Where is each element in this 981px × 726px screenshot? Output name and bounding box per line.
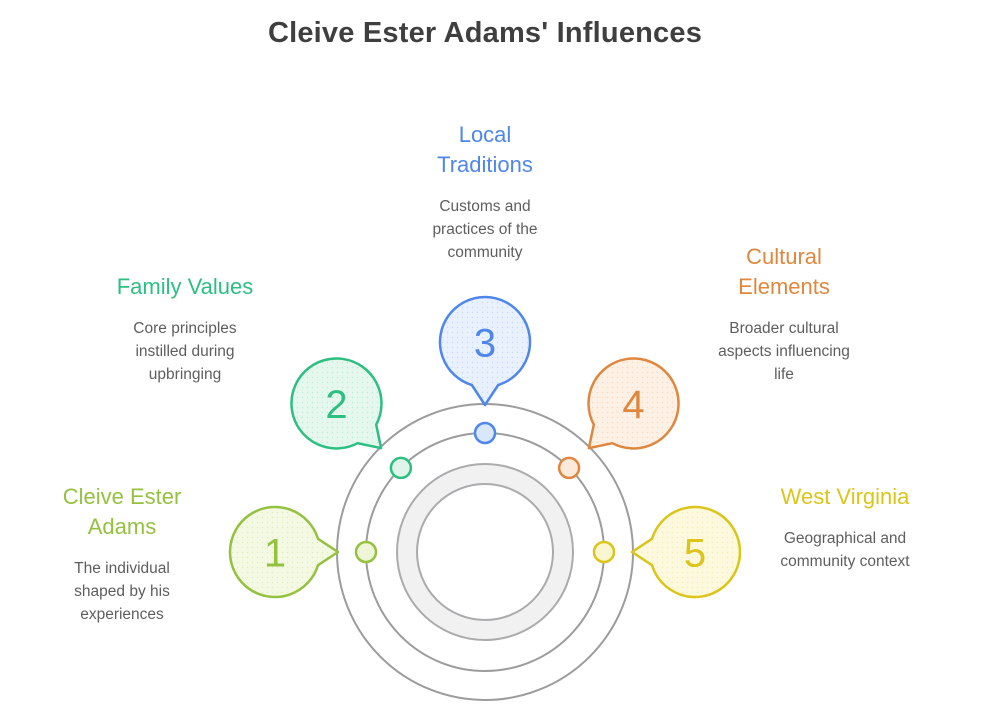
bubble-number-1: 1 xyxy=(264,531,286,575)
influence-heading-4: Cultural Elements xyxy=(738,244,830,299)
influence-label-5: West Virginia Geographical and community… xyxy=(735,482,955,573)
bubble-number-2: 2 xyxy=(325,383,347,427)
orbit-marker-3 xyxy=(473,421,497,445)
influence-description-2: Core principles instilled during upbring… xyxy=(133,320,237,383)
influence-heading-1: Cleive Ester Adams xyxy=(62,484,182,539)
orbit-marker-5 xyxy=(592,540,616,564)
influence-description-4: Broader cultural aspects influencing lif… xyxy=(718,320,850,383)
influence-description-5: Geographical and community context xyxy=(780,530,910,570)
bubble-1 xyxy=(228,505,340,599)
influence-label-2: Family Values Core principles instilled … xyxy=(75,272,295,386)
influence-description-1: The individual shaped by his experiences xyxy=(74,560,170,623)
influence-label-4: Cultural Elements Broader cultural aspec… xyxy=(674,242,894,386)
bubble-number-5: 5 xyxy=(684,531,706,575)
orbit-marker-2 xyxy=(389,456,413,480)
bubble-5 xyxy=(630,505,742,599)
influence-heading-5: West Virginia xyxy=(780,484,910,509)
influence-heading-2: Family Values xyxy=(116,274,254,299)
influence-heading-3: Local Traditions xyxy=(437,122,533,177)
bubble-number-3: 3 xyxy=(474,321,496,365)
bubble-2 xyxy=(290,357,383,450)
influence-description-3: Customs and practices of the community xyxy=(432,198,538,261)
influence-label-3: Local Traditions Customs and practices o… xyxy=(375,120,595,264)
donut-inner xyxy=(416,483,554,621)
bubble-4 xyxy=(587,357,680,450)
page-title: Cleive Ester Adams' Influences xyxy=(267,17,703,49)
bubble-number-4: 4 xyxy=(622,383,644,427)
orbit-marker-1 xyxy=(354,540,378,564)
influence-label-1: Cleive Ester Adams The individual shaped… xyxy=(12,482,232,626)
orbit-marker-4 xyxy=(557,456,581,480)
bubble-3 xyxy=(438,295,532,407)
